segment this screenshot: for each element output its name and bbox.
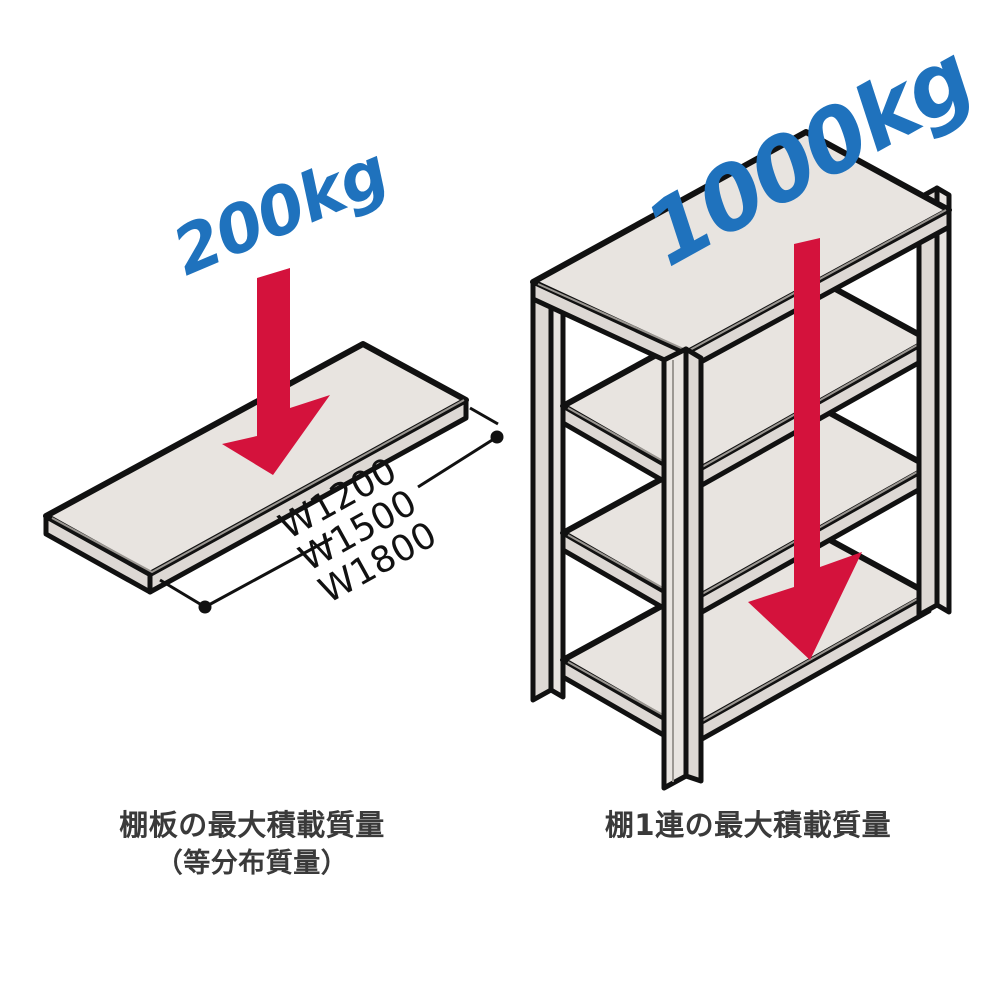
shelf-board-seam <box>51 399 465 574</box>
rack-post-rear-left <box>530 269 566 703</box>
rack-post-rear-right <box>916 185 952 618</box>
caption-left-line1: 棚板の最大積載質量 <box>119 808 385 842</box>
right-load-arrow <box>748 238 862 660</box>
caption-left-line2: （等分布質量） <box>155 848 349 880</box>
caption-row: 棚板の最大積載質量 （等分布質量） 棚1連の最大積載質量 <box>0 805 1000 882</box>
caption-left: 棚板の最大積載質量 （等分布質量） <box>0 805 500 882</box>
width-dimension <box>159 406 504 614</box>
caption-right: 棚1連の最大積載質量 <box>500 805 1000 882</box>
caption-right-line1: 棚1連の最大積載質量 <box>604 808 892 842</box>
left-load-arrow <box>222 268 330 475</box>
rack-post-front-left <box>661 346 704 791</box>
rack-shelf-1 <box>530 129 952 373</box>
